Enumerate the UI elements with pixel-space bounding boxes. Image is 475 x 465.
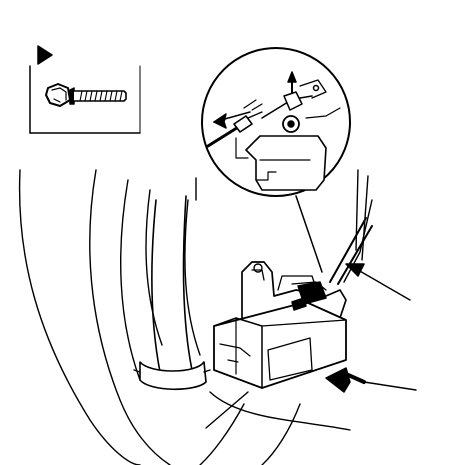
detail-view-circle	[201, 47, 351, 197]
vertical-pipe	[133, 195, 211, 391]
bolt-inset-panel	[29, 65, 141, 134]
triangle-pointer-icon	[37, 45, 53, 65]
arrowhead-upper-icon	[345, 263, 365, 277]
pull-arrow-icon	[213, 113, 227, 129]
callout-line-bottom	[205, 391, 249, 429]
flange-bolt-icon	[45, 83, 127, 107]
callout-arrow-lower	[363, 381, 417, 391]
detail-leader-line	[295, 195, 323, 273]
callout-arrow-upper	[357, 269, 411, 301]
arrowhead-lower-icon	[325, 367, 351, 393]
release-tab	[291, 297, 307, 311]
selector-housing-assembly	[213, 199, 373, 389]
clamp-band	[139, 361, 207, 391]
